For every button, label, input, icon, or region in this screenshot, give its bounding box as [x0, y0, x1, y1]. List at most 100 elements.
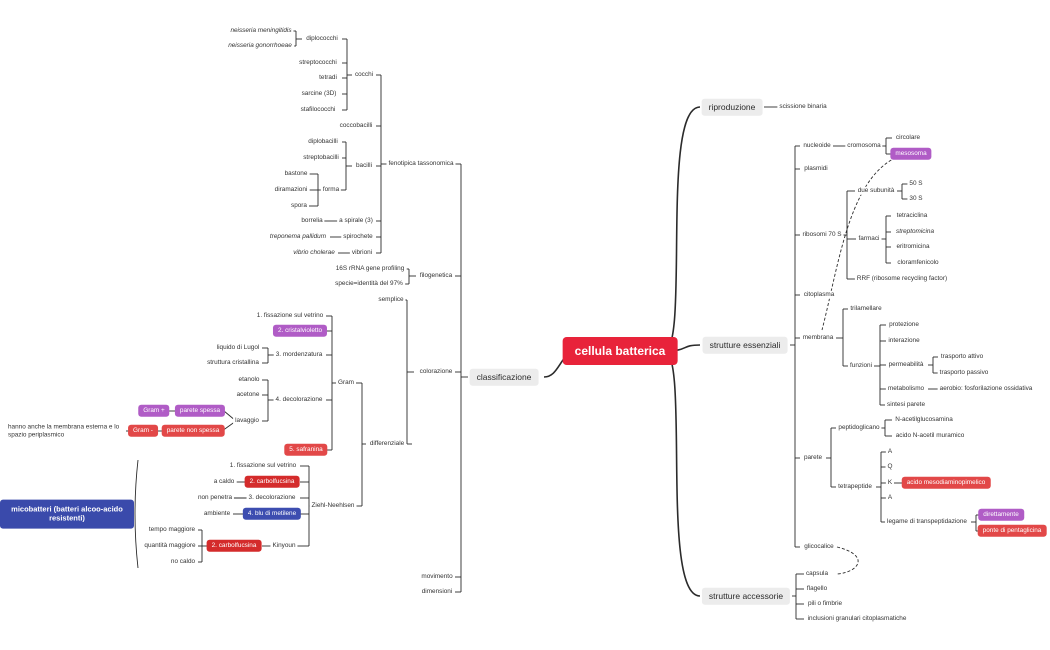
node-trasporto-passivo[interactable]: trasporto passivo	[937, 368, 991, 378]
node-trilamellare[interactable]: trilamellare	[848, 304, 884, 314]
node-streptococchi[interactable]: streptococchi	[297, 58, 339, 68]
node-aa-q[interactable]: Q	[885, 462, 895, 472]
node-semplice[interactable]: semplice	[376, 295, 406, 305]
node-nucleoide[interactable]: nucleoide	[801, 141, 833, 151]
node-coccobacilli[interactable]: coccobacilli	[337, 121, 375, 131]
node-ambiente[interactable]: ambiente	[201, 509, 233, 519]
node-gram[interactable]: Gram	[336, 378, 356, 388]
node-diplococchi[interactable]: diplococchi	[304, 34, 340, 44]
node-gram-step3[interactable]: 3. mordenzatura	[273, 350, 325, 360]
node-neisseria-meningitidis[interactable]: neisseria meningitidis	[228, 26, 294, 36]
node-membrana[interactable]: membrana	[800, 333, 836, 343]
node-cloramfenicolo[interactable]: cloramfenicolo	[895, 258, 941, 268]
node-gram-step1[interactable]: 1. fissazione sul vetrino	[254, 311, 326, 321]
node-lavaggio[interactable]: lavaggio	[233, 416, 261, 426]
node-treponema[interactable]: treponema pallidum	[267, 232, 329, 242]
node-trasporto-attivo[interactable]: trasporto attivo	[938, 352, 986, 362]
node-direttamente[interactable]: direttamente	[978, 508, 1024, 522]
node-acido-muramico[interactable]: acido N-acetil muramico	[893, 431, 967, 441]
node-kinyoun[interactable]: Kinyoun	[270, 541, 298, 551]
node-acido-mesodiaminopimelico[interactable]: acido mesodiaminopimelico	[901, 476, 991, 490]
node-due-subunita[interactable]: due subunità	[855, 186, 897, 196]
node-citoplasma[interactable]: citoplasma	[801, 290, 837, 300]
node-bastone[interactable]: bastone	[282, 169, 310, 179]
node-legame-transpeptidazione[interactable]: legame di transpeptidazione	[885, 517, 969, 527]
node-tetraciclina[interactable]: tetraciclina	[894, 211, 930, 221]
node-protezione[interactable]: protezione	[887, 320, 921, 330]
node-borrelia[interactable]: borrelia	[299, 216, 325, 226]
node-struttura-cristallina[interactable]: struttura cristallina	[205, 358, 261, 368]
node-scissione-binaria[interactable]: scissione binaria	[777, 102, 829, 112]
node-inclusioni[interactable]: inclusioni granulari citoplasmatiche	[805, 614, 909, 624]
node-tetrapeptide[interactable]: tetrapeptide	[836, 482, 874, 492]
node-tetradi[interactable]: tetradi	[317, 73, 339, 83]
node-16s-rrna[interactable]: 16S rRNA gene profiling	[333, 264, 407, 274]
node-strutture-accessorie[interactable]: strutture accessorie	[701, 587, 791, 605]
node-eritromicina[interactable]: eritromicina	[894, 242, 932, 252]
node-gram-step5[interactable]: 5. safranina	[284, 443, 328, 457]
node-filogenetica[interactable]: filogenetica	[417, 271, 455, 281]
node-cromosoma[interactable]: cromosoma	[845, 141, 883, 151]
node-diplobacilli[interactable]: diplobacilli	[306, 137, 340, 147]
node-n-acetilglucosamina[interactable]: N-acetilglucosamina	[893, 415, 955, 425]
node-circolare[interactable]: circolare	[893, 133, 923, 143]
node-ponte-pentaglicina[interactable]: ponte di pentaglicina	[977, 524, 1047, 538]
node-peptidoglicano[interactable]: peptidoglicano	[836, 423, 882, 433]
node-non-penetra[interactable]: non penetra	[195, 493, 235, 503]
node-spora[interactable]: spora	[289, 201, 309, 211]
node-kinyoun-step2[interactable]: 2. carbolfucsina	[206, 539, 262, 553]
node-colorazione[interactable]: colorazione	[417, 367, 455, 377]
node-streptobacilli[interactable]: streptobacilli	[301, 153, 341, 163]
node-riproduzione[interactable]: riproduzione	[701, 98, 763, 116]
node-differenziale[interactable]: differenziale	[367, 439, 407, 449]
node-aerobio[interactable]: aerobio: fosforilazione ossidativa	[937, 384, 1035, 394]
node-parete-non-spessa[interactable]: parete non spessa	[161, 424, 225, 438]
node-vibrioni[interactable]: vibrioni	[349, 248, 375, 258]
node-permeabilita[interactable]: permeabilità	[886, 360, 926, 370]
node-pili[interactable]: pili o fimbrie	[805, 599, 845, 609]
node-zn-step2[interactable]: 2. carbolfucsina	[244, 475, 300, 489]
node-tempo-maggiore[interactable]: tempo maggiore	[146, 525, 198, 535]
node-quantita-maggiore[interactable]: quantità maggiore	[142, 541, 198, 551]
node-gram-positive[interactable]: Gram +	[138, 404, 170, 418]
node-acetone[interactable]: acetone	[234, 390, 262, 400]
node-zn-step3[interactable]: 3. decolorazione	[246, 493, 298, 503]
node-ribosomi[interactable]: ribosomi 70 S	[800, 230, 844, 240]
node-glicocalice[interactable]: glicocalice	[802, 542, 836, 552]
node-a-caldo[interactable]: a caldo	[211, 477, 237, 487]
node-fenotipica[interactable]: fenotipica tassonomica	[386, 159, 456, 169]
node-bacilli[interactable]: bacilli	[354, 161, 374, 171]
node-diramazioni[interactable]: diramazioni	[272, 185, 310, 195]
node-streptomicina[interactable]: streptomicina	[893, 227, 937, 237]
node-parete[interactable]: parete	[801, 453, 825, 463]
node-a-spirale[interactable]: a spirale (3)	[337, 216, 375, 226]
node-spirochete[interactable]: spirochete	[341, 232, 375, 242]
node-sintesi-parete[interactable]: sintesi parete	[884, 400, 928, 410]
node-ziehl-neelsen[interactable]: Ziehl-Neehlsen	[309, 501, 357, 511]
node-zn-step1[interactable]: 1. fissazione sul vetrino	[227, 461, 299, 471]
node-gram-negative-note[interactable]: hanno anche la membrana esterna e lo spa…	[8, 423, 126, 439]
node-strutture-essenziali[interactable]: strutture essenziali	[702, 336, 788, 354]
node-etanolo[interactable]: etanolo	[236, 375, 262, 385]
node-specie-identita[interactable]: specie=identità del 97%	[333, 279, 405, 289]
node-30s[interactable]: 30 S	[907, 194, 925, 204]
node-flagello[interactable]: flagello	[804, 584, 830, 594]
node-sarcine[interactable]: sarcine (3D)	[299, 89, 339, 99]
node-vibrio-cholerae[interactable]: vibrio cholerae	[291, 248, 337, 258]
node-aa-k[interactable]: K	[885, 478, 895, 488]
node-lugol[interactable]: liquido di Lugol	[214, 343, 262, 353]
node-funzioni[interactable]: funzioni	[847, 361, 875, 371]
node-aa-a2[interactable]: A	[885, 493, 895, 503]
node-rrf[interactable]: RRF (ribosome recycling factor)	[854, 274, 950, 284]
node-forma[interactable]: forma	[320, 185, 342, 195]
node-parete-spessa[interactable]: parete spessa	[174, 404, 226, 418]
node-cocchi[interactable]: cocchi	[352, 70, 376, 80]
node-classificazione[interactable]: classificazione	[469, 368, 539, 386]
node-50s[interactable]: 50 S	[907, 179, 925, 189]
node-dimensioni[interactable]: dimensioni	[419, 587, 455, 597]
node-neisseria-gonorrhoeae[interactable]: neisseria gonorrhoeae	[226, 41, 294, 51]
node-metabolismo[interactable]: metabolismo	[885, 384, 927, 394]
node-micobatteri[interactable]: micobatteri (batteri alcoo-acido resiste…	[0, 499, 134, 529]
node-zn-step4[interactable]: 4. blu di metilene	[242, 507, 302, 521]
node-gram-negative[interactable]: Gram -	[128, 424, 158, 438]
